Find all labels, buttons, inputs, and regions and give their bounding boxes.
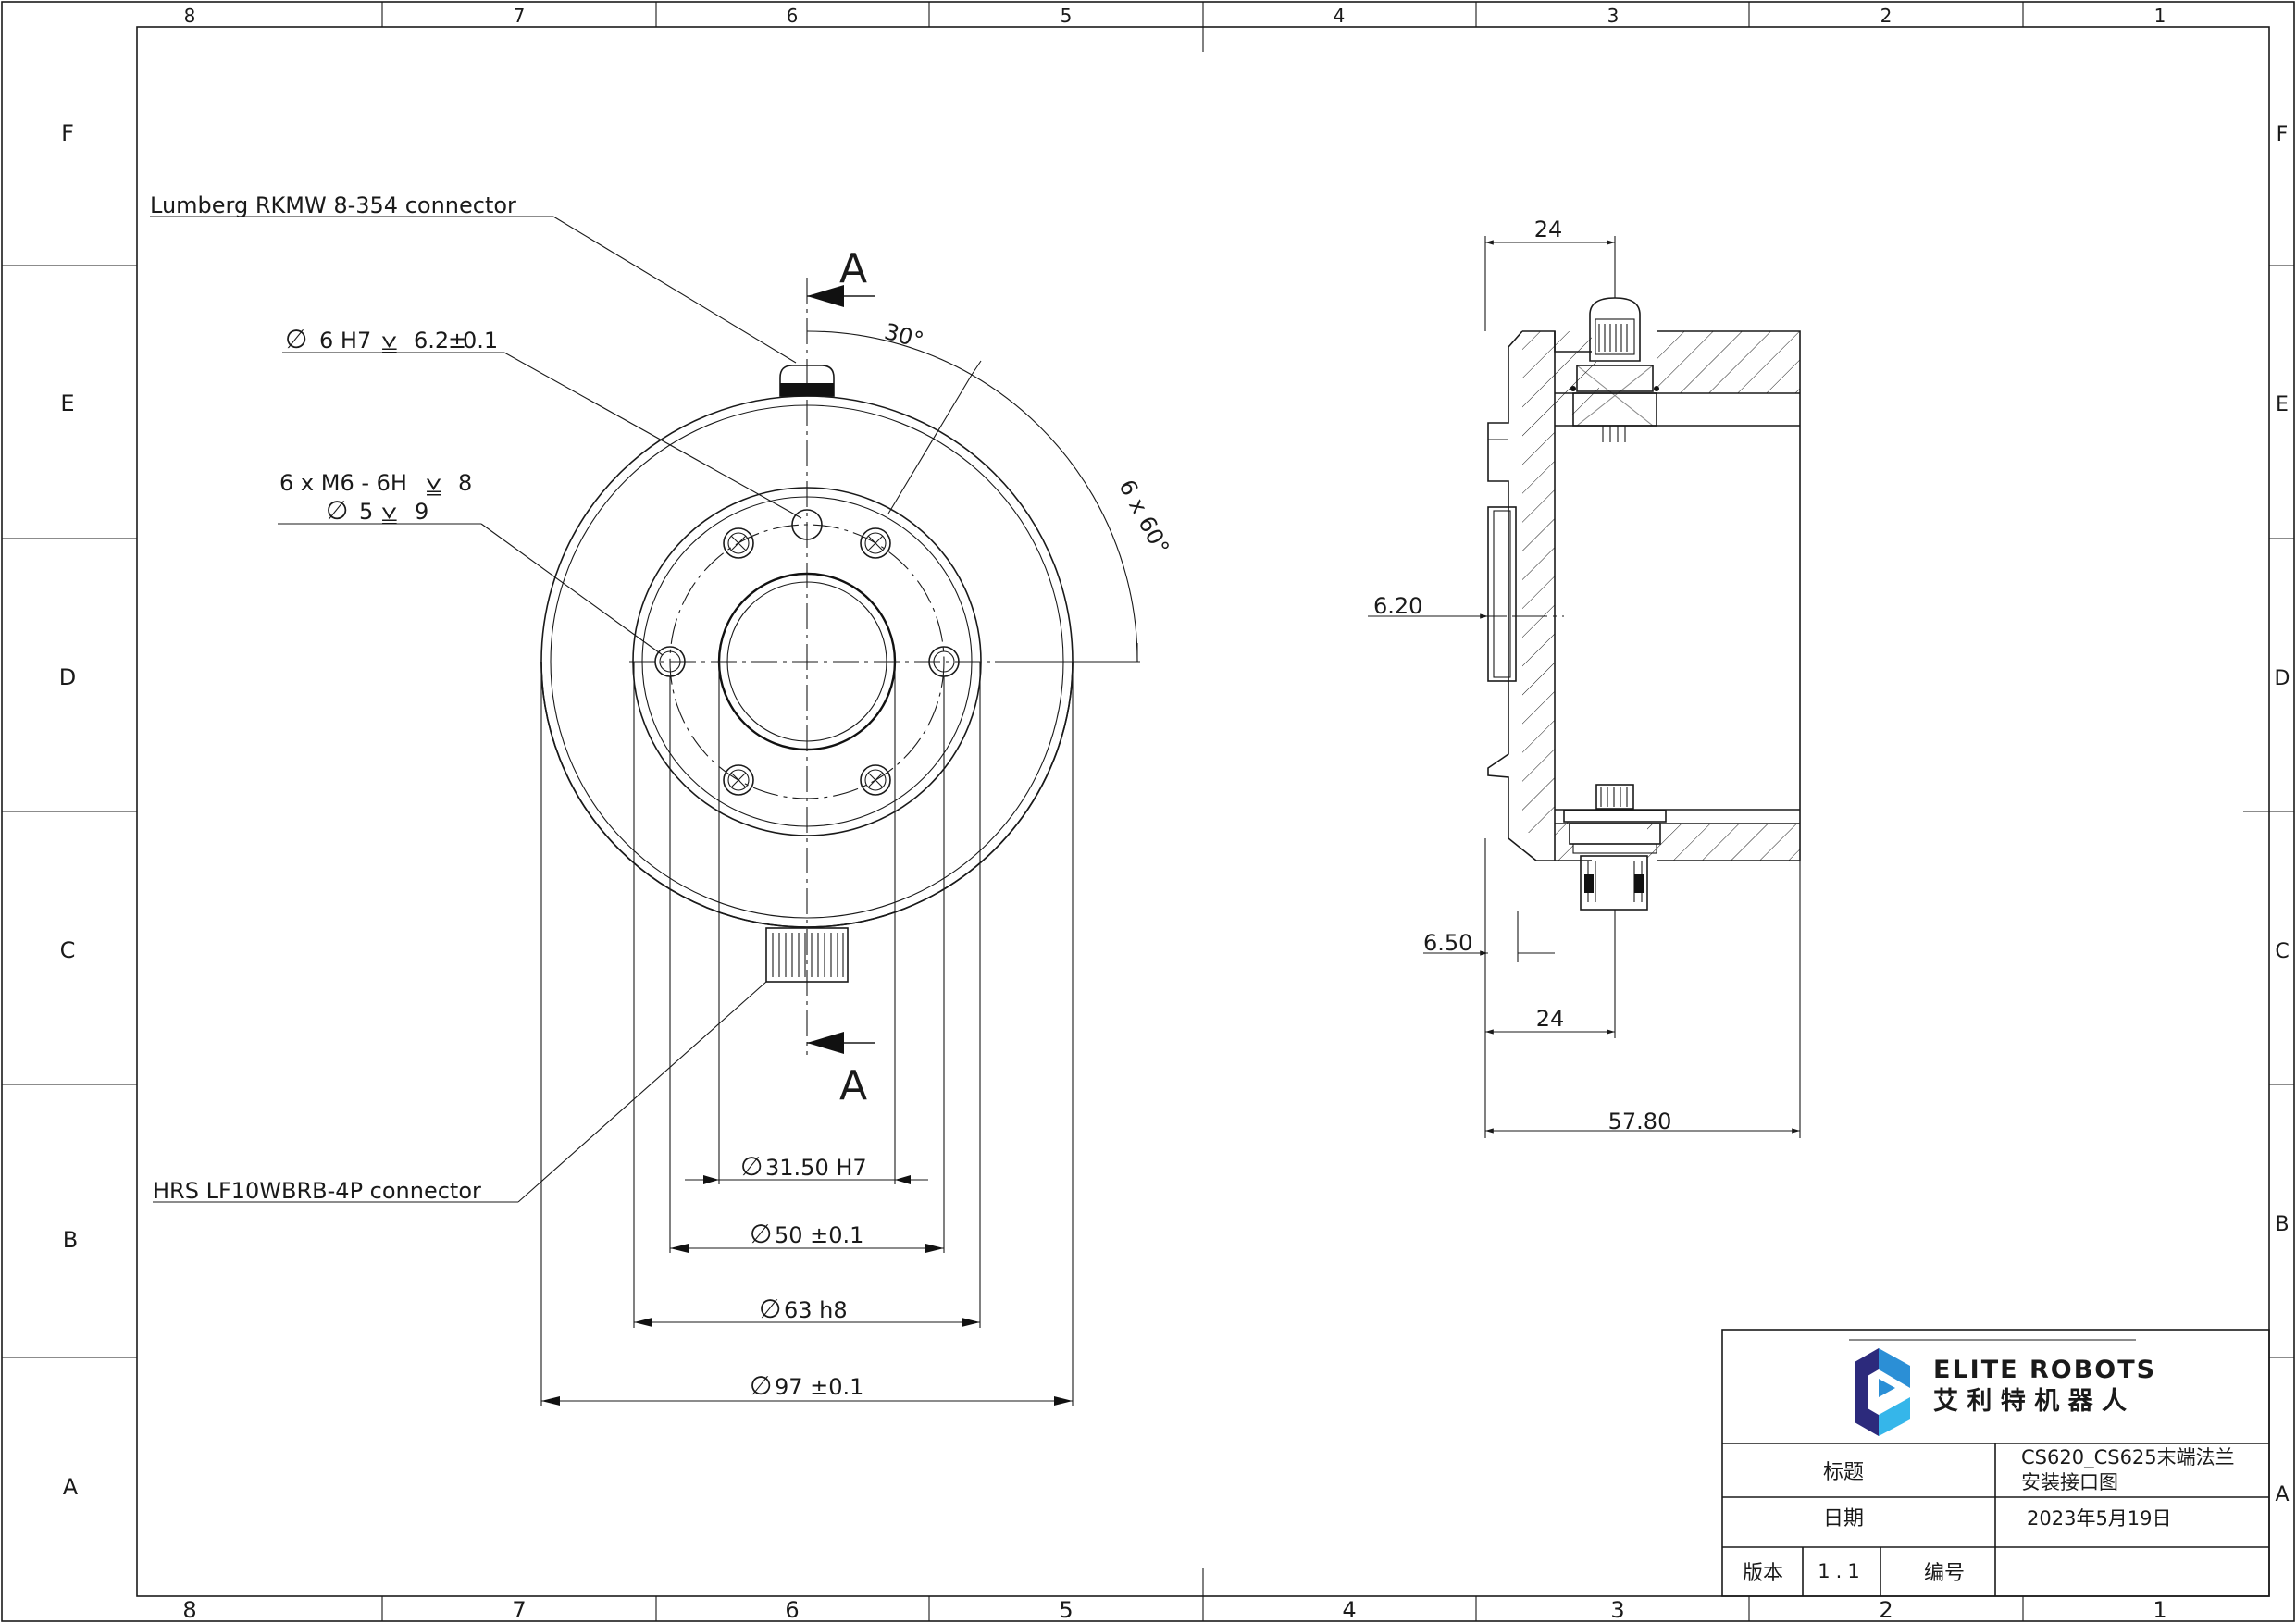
section-a-top: A	[807, 245, 875, 307]
svg-text:0.1: 0.1	[463, 328, 498, 353]
number-label: 编号	[1924, 1562, 1965, 1585]
col-label-7: 7	[512, 1597, 526, 1623]
row-label-b: B	[2275, 1213, 2289, 1236]
col-label-8: 8	[182, 1597, 196, 1623]
row-label-a: A	[63, 1474, 79, 1500]
dim-d31: 31.50 H7	[765, 1155, 867, 1181]
svg-text:⩣: ⩣	[381, 324, 397, 354]
col-label-1: 1	[2153, 1597, 2166, 1623]
callout-leaders	[150, 216, 802, 1203]
col-label-5: 5	[1059, 1597, 1073, 1623]
svg-text:A: A	[839, 245, 867, 292]
row-labels-right: F E D C B A	[2275, 123, 2290, 1506]
dim-top-24: 24	[1534, 217, 1563, 242]
svg-text:⩣: ⩣	[426, 466, 441, 497]
title-value-line2: 安装接口图	[2021, 1471, 2118, 1493]
section-dimensions	[1368, 236, 1801, 1138]
dim-d50: 50 ±0.1	[775, 1222, 863, 1248]
col-label-6: 6	[787, 5, 799, 27]
title-block: ELITE ROBOTS 艾 利 特 机 器 人 标题 CS620_CS625末…	[1721, 1329, 2270, 1597]
col-label-3: 3	[1610, 1597, 1624, 1623]
dim-d97: 97 ±0.1	[775, 1374, 863, 1400]
col-label-3: 3	[1607, 5, 1620, 27]
col-label-1: 1	[2154, 5, 2166, 27]
svg-text:6.2: 6.2	[414, 328, 449, 353]
row-label-a: A	[2275, 1483, 2289, 1506]
diameter-labels: ∅ 31.50 H7 ∅ 50 ±0.1 ∅ 63 h8 ∅ 97 ±0.1	[740, 1151, 867, 1401]
svg-text:6 x 60°: 6 x 60°	[1113, 476, 1174, 559]
svg-text:8: 8	[458, 470, 472, 496]
row-label-c: C	[2275, 940, 2289, 963]
lumberg-callout: Lumberg RKMW 8-354 connector	[150, 192, 516, 218]
section-top-connector	[1570, 297, 1659, 442]
dim-recess: 6.20	[1373, 593, 1422, 619]
section-bottom-connector	[1563, 784, 1667, 911]
row-label-f: F	[61, 120, 74, 146]
version-label: 版本	[1743, 1562, 1783, 1585]
col-label-2: 2	[1879, 1597, 1893, 1623]
thread-callout: 6 x M6 - 6H ⩣ 8 ∅ 5 ⩣ 9	[279, 466, 472, 526]
elite-robots-logo	[1855, 1348, 1910, 1436]
angle-dimensions: 30° 6 x 60°	[806, 318, 1174, 663]
pin-hole-callout: ∅ 6 H7 ⩣ 6.2 ± 0.1	[285, 324, 498, 354]
row-label-e: E	[2276, 393, 2289, 416]
svg-text:6 H7: 6 H7	[319, 328, 371, 353]
version-value: 1.1	[1818, 1560, 1865, 1582]
column-labels-top: 8 7 6 5 4 3 2 1	[184, 5, 2166, 27]
dim-d63: 63 h8	[784, 1297, 848, 1323]
row-labels-left: F E D C B A	[59, 120, 79, 1500]
col-label-2: 2	[1880, 5, 1893, 27]
svg-text:∅: ∅	[750, 1370, 772, 1401]
diameter-dimensions	[540, 662, 1074, 1406]
row-label-d: D	[2275, 667, 2290, 690]
col-label-7: 7	[514, 5, 526, 27]
svg-text:∅: ∅	[740, 1151, 763, 1182]
front-view: A A 30° 6 x 60° Lumb	[150, 192, 1174, 1406]
svg-text:∅: ∅	[326, 495, 348, 526]
svg-text:±: ±	[448, 328, 466, 353]
col-label-6: 6	[785, 1597, 799, 1623]
dim-length: 57.80	[1608, 1109, 1672, 1134]
row-label-c: C	[60, 937, 76, 963]
dim-flange: 6.50	[1423, 930, 1472, 956]
col-label-4: 4	[1334, 5, 1346, 27]
company-name-cn: 艾 利 特 机 器 人	[1933, 1387, 2127, 1416]
svg-text:6 x M6 - 6H: 6 x M6 - 6H	[279, 470, 407, 496]
section-a-bottom: A	[807, 1032, 875, 1109]
row-label-b: B	[63, 1227, 78, 1253]
lumberg-connector	[779, 365, 835, 397]
dim-bottom-24: 24	[1536, 1006, 1565, 1032]
column-labels-bottom: 8 7 6 5 4 3 2 1	[182, 1597, 2166, 1623]
svg-text:30°: 30°	[882, 318, 926, 353]
row-label-f: F	[2277, 123, 2289, 146]
col-label-5: 5	[1061, 5, 1073, 27]
svg-text:∅: ∅	[285, 324, 307, 354]
svg-text:A: A	[839, 1062, 867, 1109]
company-name-en: ELITE ROBOTS	[1933, 1356, 2156, 1384]
title-label: 标题	[1823, 1461, 1864, 1484]
col-label-4: 4	[1342, 1597, 1356, 1623]
row-label-d: D	[59, 664, 76, 690]
col-label-8: 8	[184, 5, 196, 27]
svg-text:5: 5	[359, 499, 373, 525]
svg-text:⩣: ⩣	[381, 495, 397, 526]
row-label-e: E	[60, 390, 74, 416]
section-view: 24 24 57.80 6.20 6.50	[1368, 217, 1801, 1138]
hrs-connector	[765, 927, 849, 983]
svg-text:∅: ∅	[750, 1219, 772, 1249]
svg-text:∅: ∅	[759, 1294, 781, 1324]
date-label: 日期	[1823, 1507, 1864, 1530]
section-dimension-labels: 24 24 57.80 6.20 6.50	[1373, 217, 1671, 1134]
title-value-line1: CS620_CS625末端法兰	[2021, 1446, 2235, 1469]
svg-text:9: 9	[415, 499, 428, 525]
date-value: 2023年5月19日	[2027, 1507, 2172, 1530]
hrs-callout: HRS LF10WBRB-4P connector	[153, 1178, 481, 1204]
